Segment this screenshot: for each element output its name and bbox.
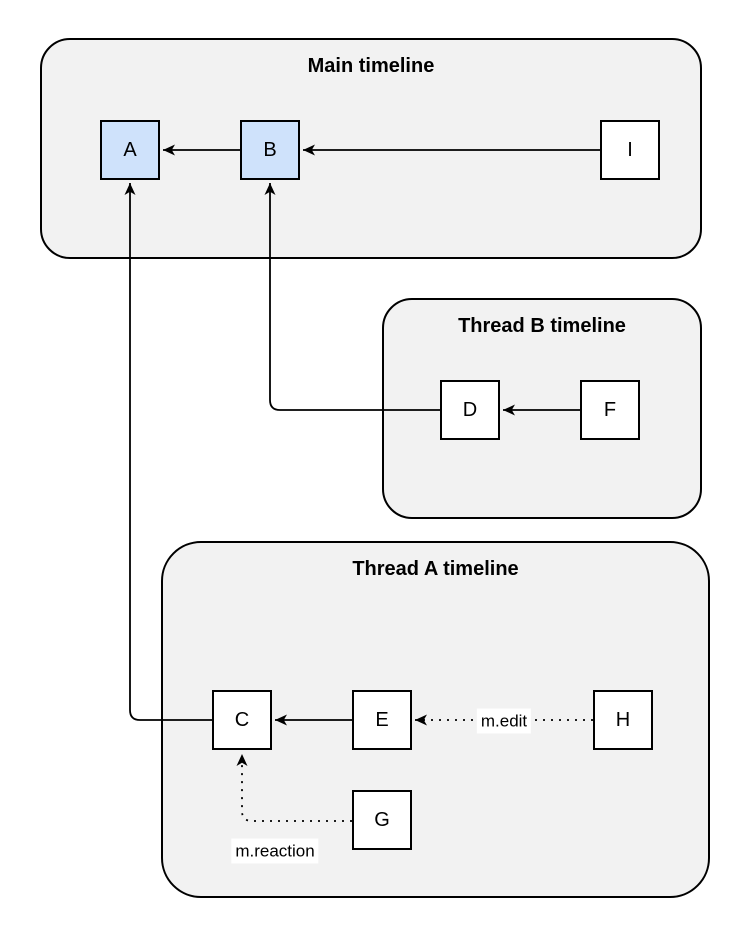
main-timeline-title: Main timeline (307, 55, 435, 77)
thread-b-timeline-title: Thread B timeline (458, 315, 626, 337)
node-d: D (440, 380, 500, 440)
node-e: E (352, 690, 412, 750)
thread-a-timeline-title: Thread A timeline (352, 558, 519, 580)
node-f: F (580, 380, 640, 440)
node-g: G (352, 790, 412, 850)
edge-label-m-reaction: m.reaction (231, 838, 319, 864)
node-h: H (593, 690, 653, 750)
edge-label-m-edit: m.edit (476, 708, 532, 734)
node-b: B (240, 120, 300, 180)
node-c: C (212, 690, 272, 750)
node-a: A (100, 120, 160, 180)
node-i: I (600, 120, 660, 180)
container-thread-b-timeline: Thread B timeline (382, 298, 702, 519)
